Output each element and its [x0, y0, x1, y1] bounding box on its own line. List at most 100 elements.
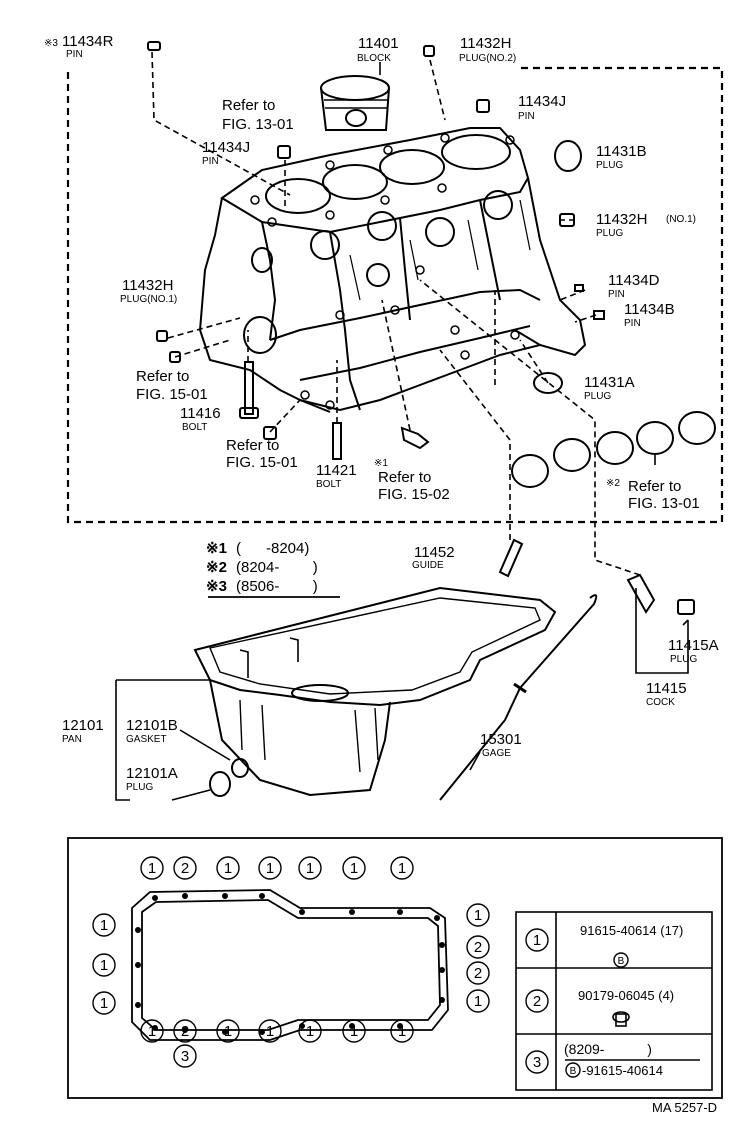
- p12101A-name: PLUG: [126, 782, 153, 793]
- dipstick-drawing: [439, 594, 598, 801]
- p11434J-b-num: 11434J: [202, 139, 250, 156]
- p11431B-num: 11431B: [596, 143, 647, 160]
- pattern-marker-top-1: 2: [173, 856, 197, 880]
- pattern-marker-top-6: 1: [390, 856, 414, 880]
- p11431B-name: PLUG: [596, 160, 623, 171]
- p11434J-b-name: PIN: [202, 156, 219, 167]
- ref-15-02-mark: ※1: [374, 458, 388, 469]
- key-part-1: 91615-40614 (17): [580, 923, 683, 938]
- bolt-layout-gasket: [131, 889, 449, 1041]
- p11415-name: COCK: [646, 697, 675, 708]
- legend-r1-range: ( -8204): [236, 540, 309, 557]
- p11421-num: 11421: [316, 462, 357, 479]
- pattern-marker-label: 1: [306, 860, 314, 877]
- cylinder-block-drawing: [198, 127, 587, 413]
- bolt-key-text: 1 91615-40614 (17) B 2 90179-06045 (4) 3…: [525, 923, 683, 1078]
- pattern-marker-right-3: 1: [466, 989, 490, 1013]
- pattern-marker-label: 1: [100, 917, 108, 934]
- pattern-marker-label: 2: [474, 965, 482, 982]
- badge-b-icons: [565, 952, 629, 1078]
- bolt-key-table: [515, 911, 713, 1091]
- key-badge-1: B: [618, 956, 625, 967]
- pattern-marker-label: 1: [306, 1023, 314, 1040]
- key-circle-2-num: 2: [533, 993, 541, 1010]
- legend-r2-range: (8204- ): [236, 559, 318, 576]
- diagram-code: MA 5257-D: [652, 1100, 717, 1115]
- assembly-dashed-frame: [66, 66, 724, 524]
- pattern-marker-label: 2: [181, 1023, 189, 1040]
- pattern-marker-left-2: 1: [92, 991, 116, 1015]
- pattern-marker-label: 1: [398, 1023, 406, 1040]
- ref-13-01-b-line1: Refer to: [628, 478, 681, 495]
- pattern-marker-label: 1: [224, 860, 232, 877]
- key-part-3: -91615-40614: [582, 1063, 663, 1078]
- pattern-marker-top-2: 1: [216, 856, 240, 880]
- legend-r3-range: (8506- ): [236, 578, 318, 595]
- pattern-marker-top-0: 1: [140, 856, 164, 880]
- ref-13-01-b-mark: ※2: [606, 478, 620, 489]
- ref-15-02-line1: Refer to: [378, 469, 431, 486]
- pattern-marker-bottom-4: 1: [298, 1019, 322, 1043]
- p11432H-l-name: PLUG(NO.1): [120, 294, 177, 305]
- p11432H-r-suffix: (NO.1): [666, 214, 696, 225]
- pattern-marker-bottom-5: 1: [342, 1019, 366, 1043]
- key-circle-2: [525, 989, 549, 1013]
- p11432H-top-num: 11432H: [460, 35, 511, 52]
- pattern-marker-label: 1: [266, 1023, 274, 1040]
- p11431A-name: PLUG: [584, 391, 611, 402]
- pattern-marker-left-1: 1: [92, 953, 116, 977]
- p11401-num: 11401: [358, 35, 399, 52]
- key-badge-3: B: [570, 1066, 577, 1077]
- p11434B-name: PIN: [624, 318, 641, 329]
- key-range-3: (8209- ): [564, 1041, 652, 1057]
- pattern-marker-left-0: 1: [92, 913, 116, 937]
- pattern-marker-bottom-0: 1: [140, 1019, 164, 1043]
- pattern-marker-top-4: 1: [298, 856, 322, 880]
- oil-pan-drawing: [193, 586, 557, 797]
- pattern-marker-label: 1: [474, 993, 482, 1010]
- p15301-name: GAGE: [482, 748, 511, 759]
- small-parts-drawing: [147, 41, 716, 797]
- pattern-marker-top-5: 1: [342, 856, 366, 880]
- ref-15-01-a-line1: Refer to: [136, 368, 189, 385]
- p11416-name: BOLT: [182, 422, 207, 433]
- key-circle-3-num: 3: [533, 1054, 541, 1071]
- ref-15-01-a-line2: FIG. 15-01: [136, 386, 208, 403]
- pattern-marker-label: 1: [266, 860, 274, 877]
- ref-15-01-b-line1: Refer to: [226, 437, 279, 454]
- p11416-num: 11416: [180, 405, 221, 422]
- legend-r1-mark: ※1: [206, 540, 227, 557]
- p11452-num: 11452: [414, 544, 455, 561]
- part-labels: ※3 11434R PIN 11401 BLOCK 11432H PLUG(NO…: [44, 33, 719, 793]
- key-circle-3: [525, 1050, 549, 1074]
- piston-drawing: [320, 75, 390, 131]
- pattern-marker-bottom-2: 1: [216, 1019, 240, 1043]
- pattern-marker-bottom-6: 1: [390, 1019, 414, 1043]
- pattern-marker-bottom-extra: 3: [173, 1044, 197, 1068]
- p11434D-num: 11434D: [608, 272, 660, 289]
- p11421-name: BOLT: [316, 479, 341, 490]
- pattern-marker-label: 1: [148, 1023, 156, 1040]
- pattern-marker-label: 1: [224, 1023, 232, 1040]
- legend-r3-mark: ※3: [206, 578, 227, 595]
- p12101-name: PAN: [62, 734, 82, 745]
- bolt-layout-holes: [135, 893, 445, 1035]
- p11415A-name: PLUG: [670, 654, 697, 665]
- bolt-layout-frame: [67, 837, 723, 1099]
- key-circle-1: [525, 928, 549, 952]
- pattern-marker-label: 1: [398, 860, 406, 877]
- ref-13-01-a-line1: Refer to: [222, 97, 275, 114]
- p11434D-name: PIN: [608, 289, 625, 300]
- p11434R-name: PIN: [66, 49, 83, 60]
- pattern-marker-label: 1: [100, 957, 108, 974]
- pattern-marker-label: 1: [350, 1023, 358, 1040]
- ref-15-02-line2: FIG. 15-02: [378, 486, 450, 503]
- p11434J-a-name: PIN: [518, 111, 535, 122]
- pattern-marker-bottom-3: 1: [258, 1019, 282, 1043]
- p11415A-num: 11415A: [668, 637, 719, 654]
- p11432H-r-num: 11432H: [596, 211, 647, 228]
- date-range-legend: ※1 ( -8204) ※2 (8204- ) ※3 (8506- ): [206, 540, 318, 595]
- pattern-marker-bottom-1: 2: [173, 1019, 197, 1043]
